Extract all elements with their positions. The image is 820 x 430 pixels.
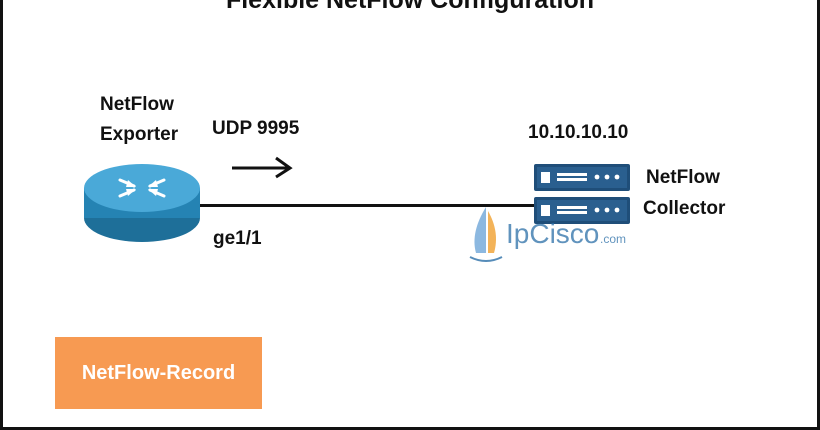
exporter-interface-label: ge1/1 [213, 228, 262, 249]
flow-direction-arrow-icon [232, 156, 293, 179]
collector-ip-label: 10.10.10.10 [528, 122, 629, 143]
netflow-record-label: NetFlow-Record [81, 361, 236, 384]
watermark-text: IpCisco [506, 218, 600, 249]
router-icon [84, 164, 200, 242]
flow-protocol-label: UDP 9995 [212, 118, 300, 139]
exporter-label-line1: NetFlow [100, 94, 174, 115]
network-link-line [200, 204, 536, 207]
exporter-label-line2: Exporter [100, 124, 179, 145]
watermark-sail-icon [469, 207, 503, 262]
netflow-record-box: NetFlow-Record [55, 337, 262, 409]
collector-label-line1: NetFlow [646, 167, 720, 188]
watermark-suffix: .com [600, 232, 627, 246]
diagram-title: Flexible NetFlow Configuration [225, 0, 595, 14]
collector-label-line2: Collector [643, 198, 726, 219]
server-stack-icon [534, 164, 630, 224]
